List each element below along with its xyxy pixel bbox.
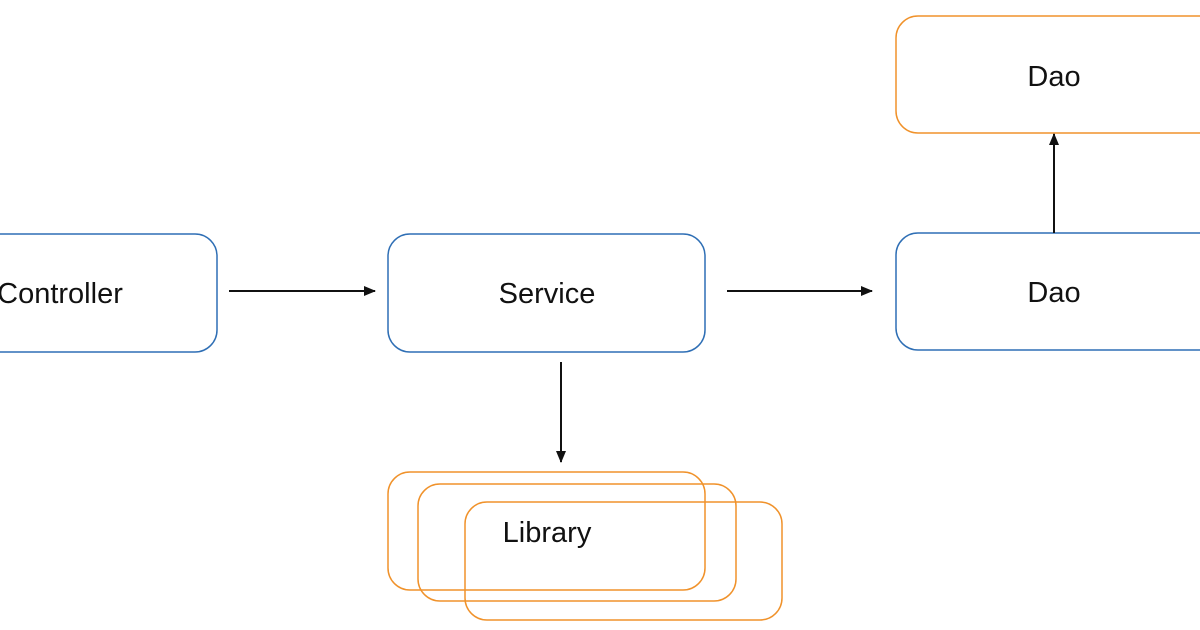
service-node	[387, 233, 706, 353]
library-card-front	[464, 501, 783, 621]
controller-node	[0, 233, 218, 353]
library-card-middle	[417, 483, 737, 602]
dao-main-node	[895, 232, 1200, 351]
dao-top-label: Dao	[1027, 61, 1080, 93]
dao-top-node	[895, 15, 1200, 134]
library-card-back	[387, 471, 706, 591]
service-label: Service	[499, 278, 596, 310]
library-stack	[387, 471, 783, 621]
controller-label: Controller	[0, 278, 123, 310]
dao-main-label: Dao	[1027, 277, 1080, 309]
library-label: Library	[503, 517, 592, 549]
